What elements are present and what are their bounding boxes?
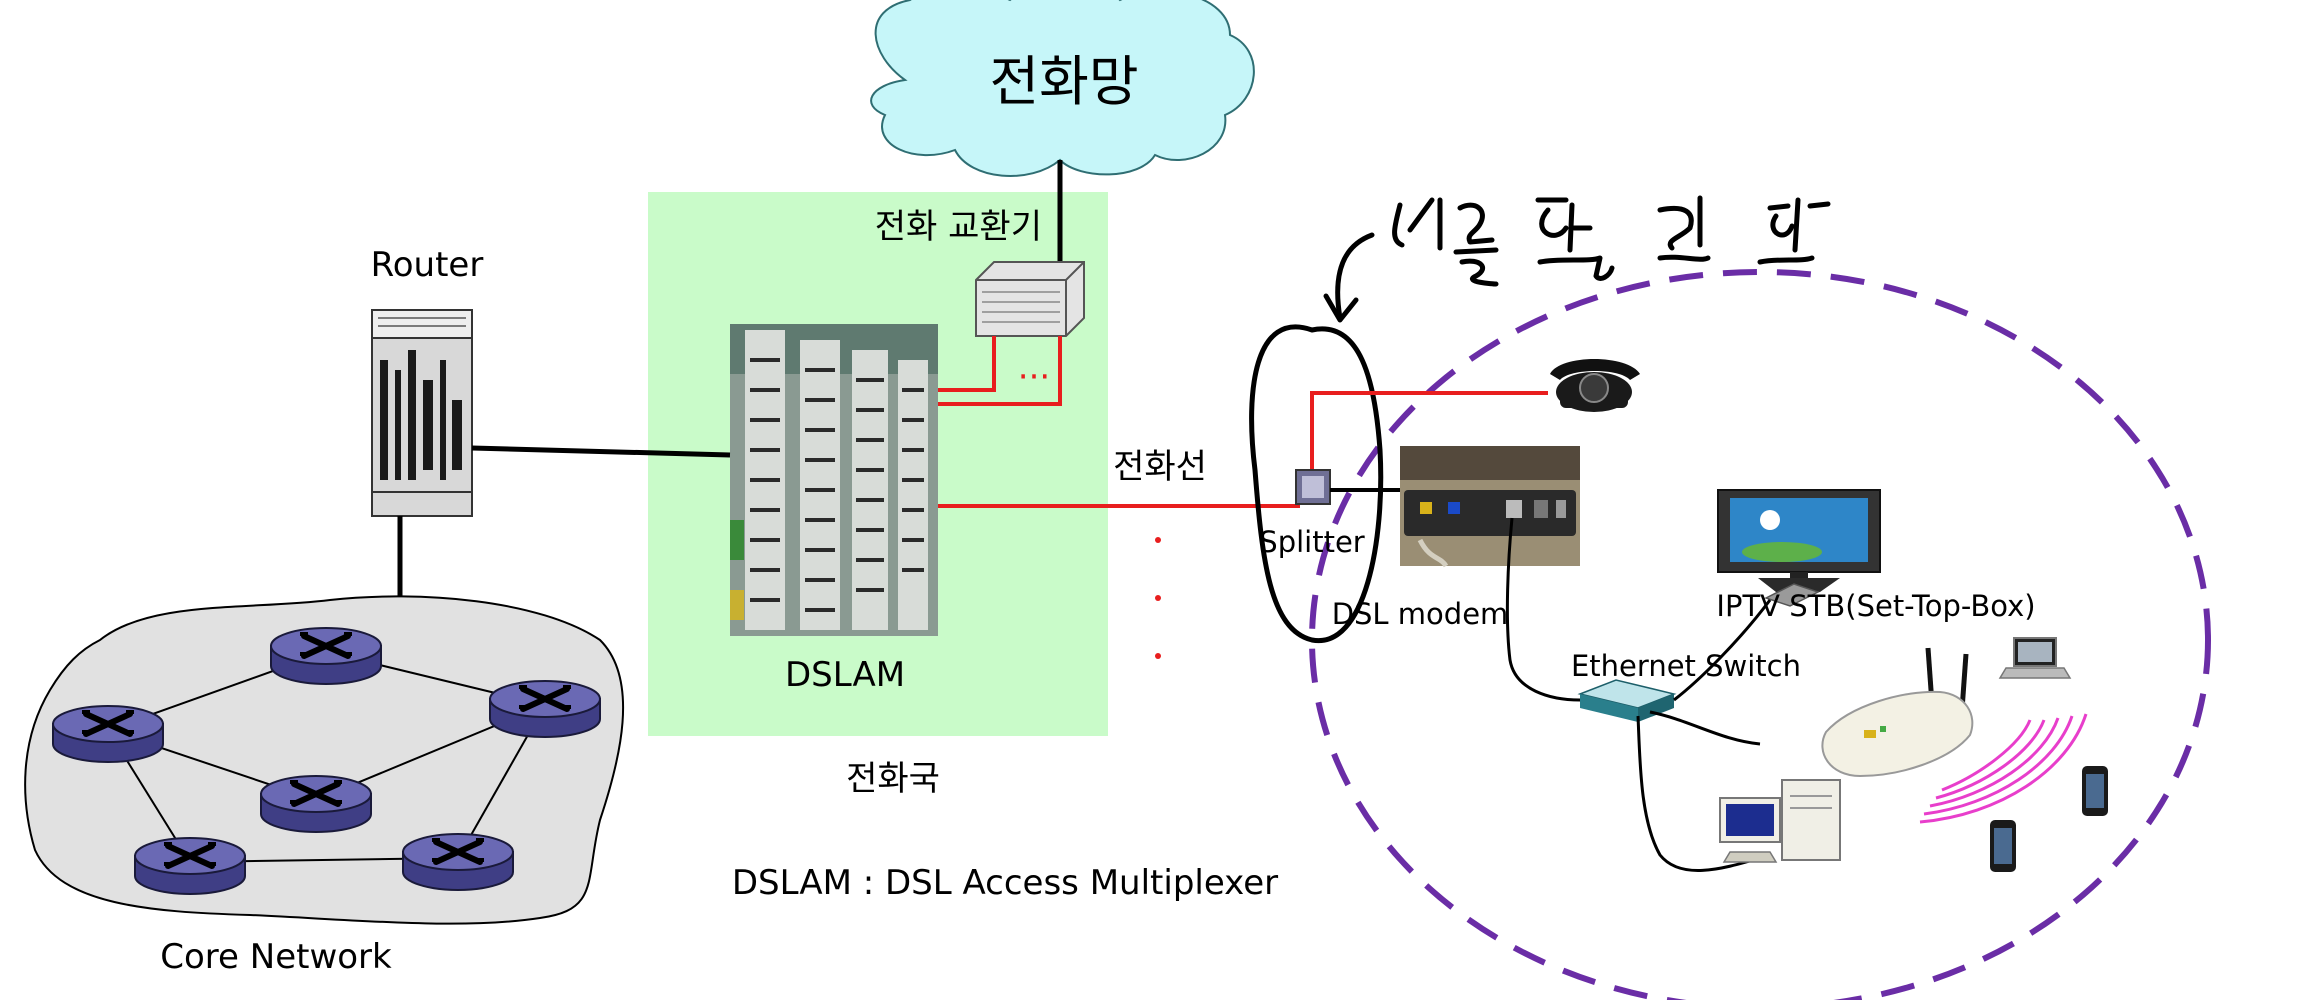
phone-network-label: 전화망 — [989, 50, 1138, 113]
smartphone-icon — [2082, 766, 2108, 816]
dslam-label: DSLAM — [785, 655, 905, 695]
ethernet-switch-icon — [1577, 679, 1677, 722]
router-node-icon — [271, 628, 381, 684]
set-top-box-icon — [1764, 583, 1820, 607]
wifi-waves-icon — [1919, 713, 2088, 824]
laptop-icon — [1998, 637, 2072, 679]
router-node-icon — [403, 834, 513, 890]
handwritten-annotation — [1249, 195, 1831, 643]
ethernet-switch-label: Ethernet Switch — [1571, 649, 1801, 683]
phone-network-cloud: 전화망 — [870, 0, 1255, 177]
splitter-label: Splitter — [1259, 525, 1365, 559]
continuation-dots — [1155, 537, 1161, 659]
router-device-icon — [371, 309, 473, 517]
router-dslam-link — [471, 445, 731, 458]
dsl-modem-label: DSL modem — [1332, 597, 1509, 631]
switch-wires — [1505, 517, 1772, 872]
dsl-modem-icon — [1400, 446, 1580, 568]
router-node-icon — [53, 706, 163, 762]
router-label: Router — [371, 245, 484, 285]
router-node-icon — [261, 776, 371, 832]
dslam-definition: DSLAM : DSL Access Multiplexer — [732, 863, 1278, 903]
phone-exchange-label: 전화 교환기 — [875, 207, 1042, 247]
smartphone-icon — [1990, 820, 2016, 872]
wifi-ap-icon — [1821, 647, 1974, 778]
core-network — [24, 595, 625, 925]
desktop-pc-icon — [1719, 779, 1841, 863]
splitter-icon — [1295, 469, 1331, 505]
home-network-boundary — [1309, 269, 2211, 1000]
phone-line-label: 전화선 — [1113, 447, 1207, 487]
router-node-icon — [490, 681, 600, 737]
exchange-dslam-wires — [938, 336, 1062, 406]
exchange-dots: ··· — [1018, 357, 1050, 397]
telephone-icon — [1550, 359, 1640, 412]
router-node-icon — [135, 838, 245, 894]
tv-icon — [1717, 489, 1881, 592]
core-network-label: Core Network — [160, 937, 392, 977]
iptv-stb-label: IPTV STB(Set-Top-Box) — [1716, 589, 2035, 623]
splitter-phone-wire — [1310, 391, 1548, 482]
dslam-rack-icon — [730, 324, 938, 636]
exchange-device-icon — [975, 261, 1085, 337]
central-office-label: 전화국 — [846, 759, 940, 799]
